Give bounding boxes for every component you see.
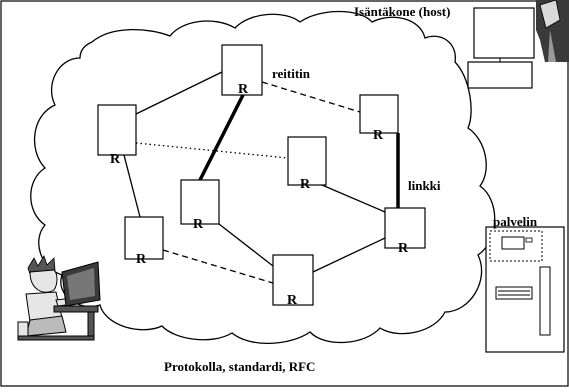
host-computer-icon xyxy=(467,0,569,89)
solid-link-r5-r7 xyxy=(218,223,274,267)
router-marker: R xyxy=(193,217,204,232)
host-keyboard xyxy=(467,61,533,89)
link-label: linkki xyxy=(408,178,441,193)
router: R xyxy=(180,179,220,232)
host-monitor xyxy=(473,7,535,59)
user-desk xyxy=(53,305,99,313)
router-box xyxy=(180,179,220,225)
network-links xyxy=(123,71,400,284)
router-marker: R xyxy=(287,293,298,308)
dashed-link-r2-r3 xyxy=(261,81,361,113)
user-workstation-icon xyxy=(17,255,101,341)
solid-link-r4-r8 xyxy=(321,184,386,213)
router: R xyxy=(124,216,164,267)
thick-link-r2-r5 xyxy=(198,94,245,181)
solid-link-r7-r8 xyxy=(312,237,386,273)
diagram-caption: Protokolla, standardi, RFC xyxy=(164,359,315,374)
server-label: palvelin xyxy=(493,214,538,229)
router-marker: R xyxy=(373,128,384,143)
router: R xyxy=(359,94,399,143)
router-marker: R xyxy=(136,252,147,267)
router-label: reititin xyxy=(272,66,311,81)
server-display xyxy=(489,230,543,262)
router: R xyxy=(384,207,426,256)
router-marker: R xyxy=(300,177,311,192)
router-marker: R xyxy=(238,82,249,97)
router-box xyxy=(272,254,314,306)
router-box xyxy=(359,94,399,134)
router-box xyxy=(384,207,426,249)
dashed-link-r6-r7 xyxy=(162,249,274,284)
router-box xyxy=(287,136,327,186)
router: R xyxy=(97,104,137,167)
router-marker: R xyxy=(110,152,121,167)
router: R xyxy=(272,254,314,308)
server-drive-bay xyxy=(495,286,533,300)
router-box xyxy=(221,44,263,96)
router: R xyxy=(221,44,263,97)
solid-link-r1-r2 xyxy=(135,71,223,115)
solid-link-r1-r6 xyxy=(123,154,141,218)
server-icon xyxy=(485,226,565,353)
router-box xyxy=(124,216,164,260)
router-marker: R xyxy=(398,241,409,256)
server-slot xyxy=(539,266,551,336)
dotted-link-r1-r4 xyxy=(135,142,289,159)
host-label: Isäntäkone (host) xyxy=(354,4,450,19)
router-box xyxy=(97,104,137,156)
user-head xyxy=(29,269,58,293)
router: R xyxy=(287,136,327,192)
